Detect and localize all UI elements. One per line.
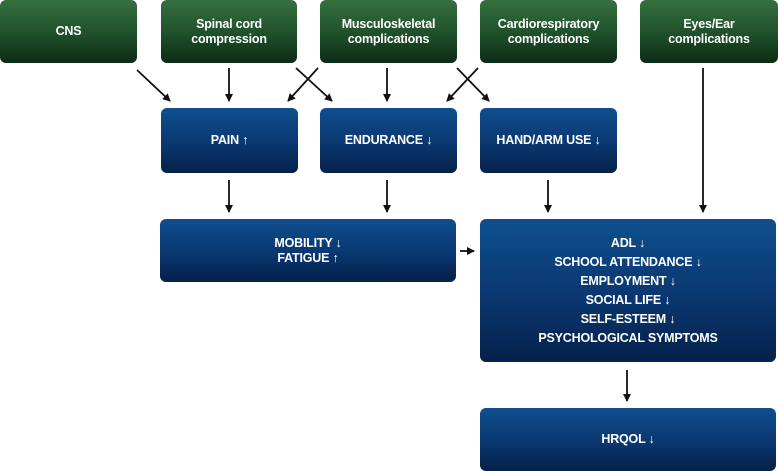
arrow-musculo-to-pain [287, 67, 319, 102]
box-mobility-fatigue: MOBILITY ↓ FATIGUE ↑ [160, 219, 456, 282]
pain-label: PAIN ↑ [210, 133, 249, 147]
mobility-label: MOBILITY ↓ [274, 235, 342, 250]
box-outcomes: ADL ↓ SCHOOL ATTENDANCE ↓ EMPLOYMENT ↓ S… [480, 219, 776, 362]
fatigue-label: FATIGUE ↑ [277, 250, 339, 265]
box-cns: CNS [0, 0, 137, 63]
outcome-item: PSYCHOLOGICAL SYMPTOMS [538, 330, 718, 345]
cns-label: CNS [55, 24, 82, 38]
arrow-musculo-to-handarm [456, 67, 490, 102]
musculo-label-line2: complications [347, 31, 430, 46]
hrqol-label: HRQOL ↓ [601, 432, 655, 446]
box-eyes-ear: Eyes/Ear complications [640, 0, 778, 63]
box-hrqol: HRQOL ↓ [480, 408, 776, 471]
hand-arm-label: HAND/ARM USE ↓ [496, 133, 601, 147]
box-spinal-cord-compression: Spinal cord compression [161, 0, 297, 63]
box-musculoskeletal: Musculoskeletal complications [320, 0, 457, 63]
box-pain: PAIN ↑ [161, 108, 298, 173]
arrow-cns-to-pain [136, 69, 171, 102]
eyes-label-line2: complications [668, 31, 750, 46]
eyes-label-line1: Eyes/Ear [683, 16, 735, 31]
box-endurance: ENDURANCE ↓ [320, 108, 457, 173]
cardio-label-line2: complications [507, 31, 590, 46]
outcome-item: SOCIAL LIFE ↓ [585, 292, 671, 307]
cardio-label-line1: Cardiorespiratory [497, 16, 600, 31]
spinal-label-line1: Spinal cord [196, 16, 262, 31]
outcome-item: SCHOOL ATTENDANCE ↓ [554, 254, 702, 269]
outcome-item: SELF-ESTEEM ↓ [580, 311, 676, 326]
musculo-label-line1: Musculoskeletal [341, 16, 436, 31]
box-hand-arm-use: HAND/ARM USE ↓ [480, 108, 617, 173]
box-cardiorespiratory: Cardiorespiratory complications [480, 0, 617, 63]
arrow-spinal-to-endurance [295, 67, 333, 102]
outcome-item: EMPLOYMENT ↓ [580, 273, 676, 288]
outcome-item: ADL ↓ [610, 235, 646, 250]
spinal-label-line2: compression [191, 31, 267, 46]
arrow-cardio-to-endurance [446, 67, 479, 102]
endurance-label: ENDURANCE ↓ [344, 133, 433, 147]
